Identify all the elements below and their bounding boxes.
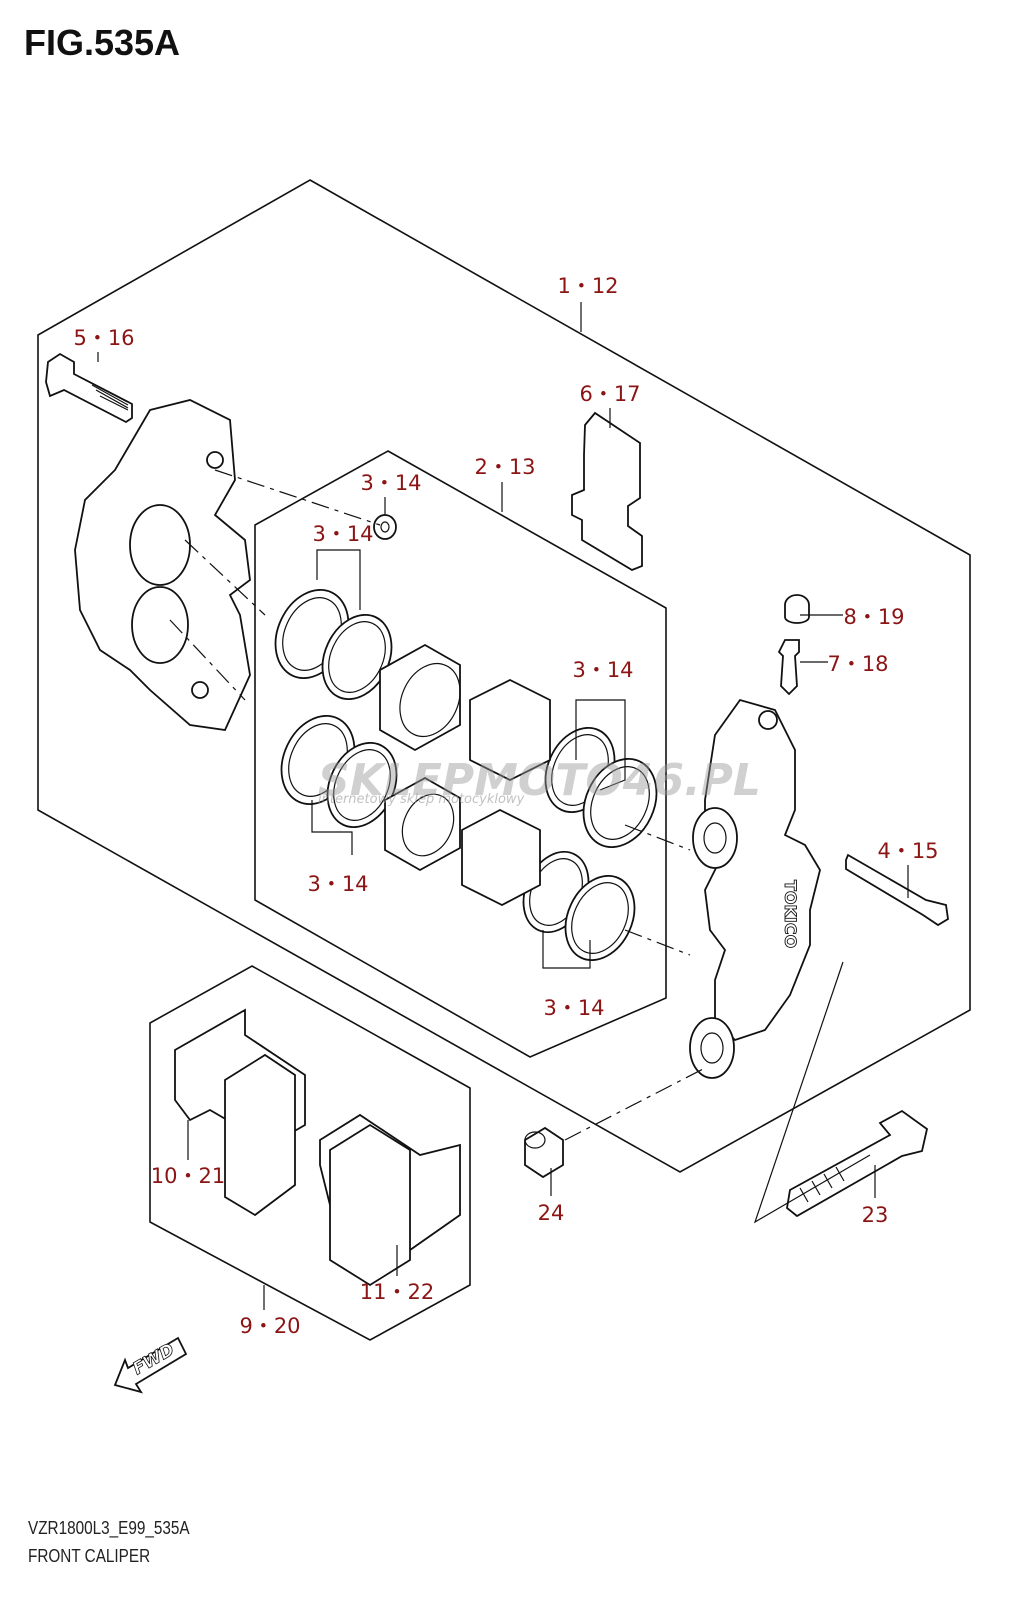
pad-spring-clip[interactable] — [571, 411, 643, 572]
callout-24[interactable]: 24 — [538, 1201, 565, 1225]
callout-4-15[interactable]: 4・15 — [877, 839, 938, 863]
callout-3-14-washer[interactable]: 3・14 — [360, 471, 421, 495]
pad-pin-4[interactable] — [845, 853, 949, 927]
svg-text:SKLEPMOTO46.PL: SKLEPMOTO46.PL — [318, 755, 761, 806]
caliper-half-right[interactable]: TOKICO — [689, 698, 821, 1079]
brake-pads[interactable] — [174, 1008, 461, 1287]
callout-2-13[interactable]: 2・13 — [474, 455, 535, 479]
callout-23[interactable]: 23 — [862, 1203, 889, 1227]
figure-title: FIG.535A — [24, 22, 181, 63]
sleeve-24[interactable] — [524, 1126, 564, 1179]
callout-5-16[interactable]: 5・16 — [73, 326, 134, 350]
callout-6-17[interactable]: 6・17 — [579, 382, 640, 406]
callout-1-12[interactable]: 1・12 — [557, 274, 618, 298]
caliper-mount-bolt-23[interactable] — [786, 1109, 929, 1218]
pad-set-box — [149, 965, 471, 1341]
bleeder-valve-7[interactable] — [777, 639, 800, 696]
callout-8-19[interactable]: 8・19 — [843, 605, 904, 629]
caliper-assembly-box — [37, 179, 971, 1173]
caliper-bolt-5[interactable] — [45, 352, 133, 424]
figure-caption: FRONT CALIPER — [28, 1546, 151, 1566]
bleeder-cap-8[interactable] — [784, 594, 810, 624]
piston-set-box — [254, 450, 667, 1058]
callout-3-14-upper-left[interactable]: 3・14 — [312, 522, 373, 546]
model-code: VZR1800L3_E99_535A — [28, 1518, 190, 1538]
leader-23-bracket — [753, 961, 871, 1224]
pistons[interactable] — [379, 643, 551, 907]
callout-10-21[interactable]: 10・21 — [151, 1164, 225, 1188]
leader-lines — [97, 302, 909, 1310]
callout-7-18[interactable]: 7・18 — [827, 652, 888, 676]
caliper-half-left[interactable] — [74, 399, 251, 731]
callout-3-14-lower-left[interactable]: 3・14 — [307, 872, 368, 896]
callout-labels: 1・12 5・16 6・17 2・13 3・14 3・14 8・19 7・18 … — [73, 274, 938, 1338]
caliper-brand-logo: TOKICO — [781, 880, 800, 948]
svg-text:internetowy sklep motocyklowy: internetowy sklep motocyklowy — [318, 792, 525, 807]
callout-11-22[interactable]: 11・22 — [360, 1280, 434, 1304]
callout-3-14-lower-right[interactable]: 3・14 — [543, 996, 604, 1020]
callout-3-14-upper-right[interactable]: 3・14 — [572, 658, 633, 682]
watermark: SKLEPMOTO46.PL internetowy sklep motocyk… — [318, 755, 761, 807]
washer-3[interactable] — [373, 514, 397, 540]
callout-9-20[interactable]: 9・20 — [239, 1314, 300, 1338]
fwd-arrow-icon: FWD — [113, 1336, 188, 1394]
